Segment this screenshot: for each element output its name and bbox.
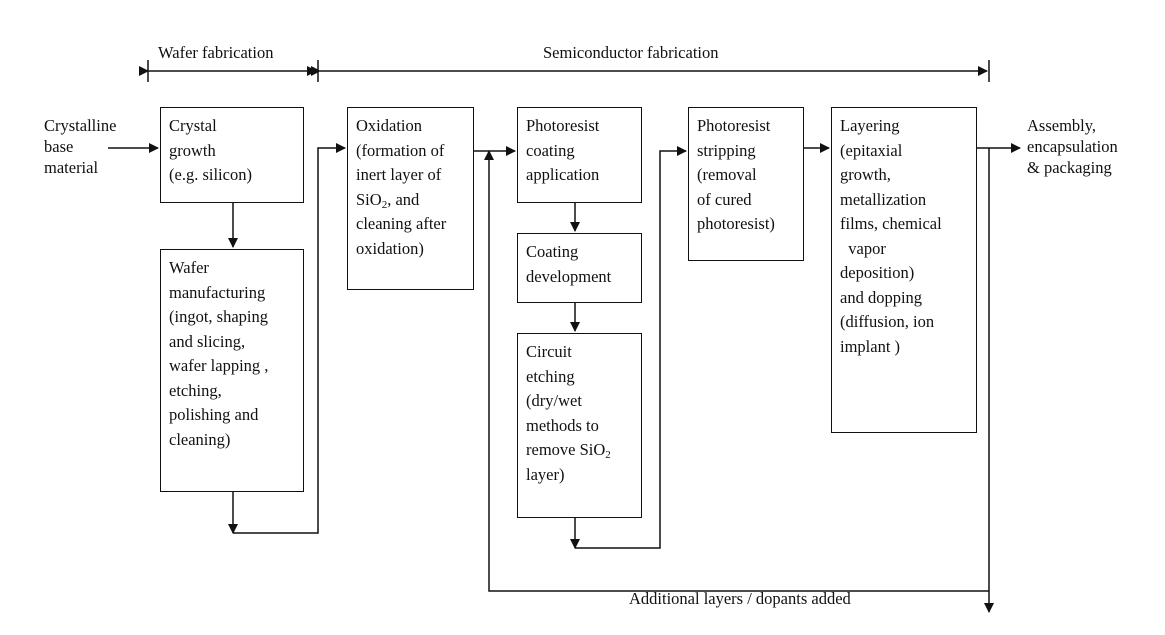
circuit-etching-box: Circuit etching (dry/wet methods to remo… (517, 333, 642, 518)
layering-box: Layering (epitaxial growth, metallizatio… (831, 107, 977, 433)
connector-etching-to-stripping (575, 146, 687, 549)
semiconductor-fabrication-label: Semiconductor fabrication (543, 43, 719, 62)
etching-sio2-line: remove SiO2 (526, 440, 611, 461)
photoresist-coating-box: Photoresist coating application (517, 107, 642, 203)
coating-development-box: Coating development (517, 233, 642, 303)
output-label: Assembly, encapsulation & packaging (1027, 116, 1118, 177)
wafer-manufacturing-box: Wafer manufacturing (ingot, shaping and … (160, 249, 304, 492)
feedback-label: Additional layers / dopants added (629, 589, 851, 608)
photoresist-stripping-box: Photoresist stripping (removal of cured … (688, 107, 804, 261)
input-label: Crystalline base material (44, 116, 117, 177)
wafer-fabrication-label: Wafer fabrication (158, 43, 274, 62)
oxidation-box: Oxidation (formation of inert layer of S… (347, 107, 474, 290)
connector-wafer-to-oxidation (233, 143, 346, 534)
oxidation-sio2-line: SiO2, and (356, 189, 420, 211)
feedback-return-arrow (484, 150, 989, 592)
crystal-growth-box: Crystal growth (e.g. silicon) (160, 107, 304, 203)
